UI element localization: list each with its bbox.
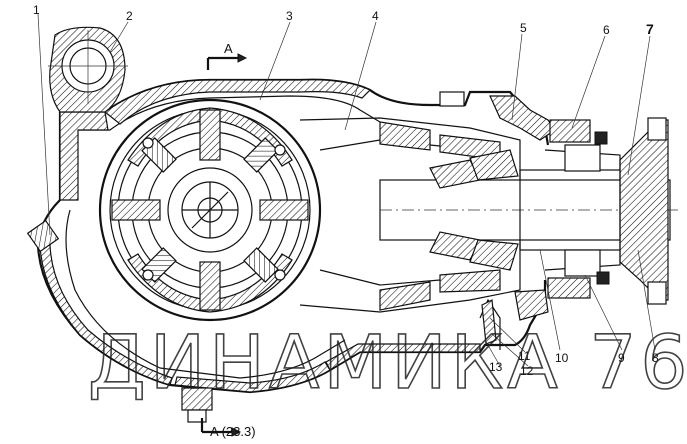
leader-lines	[37, 13, 656, 367]
callout-8: 8	[652, 351, 659, 365]
axle-housing	[36, 78, 550, 394]
bearing-cap-lower	[514, 249, 610, 321]
callout-6: 6	[603, 23, 610, 37]
lifting-eye	[48, 26, 128, 113]
callout-2: 2	[126, 9, 133, 23]
callout-12: 12	[520, 364, 534, 378]
breather-bracket	[479, 298, 501, 350]
callout-5: 5	[520, 21, 527, 35]
callout-10: 10	[555, 351, 569, 365]
filler-plug	[26, 219, 60, 253]
callout-7: 7	[646, 21, 654, 37]
callout-labels: 1 2 3 4 5 6 7 8 9 10 11 12 13	[33, 3, 659, 378]
section-label-bottom: A (23.3)	[210, 424, 256, 439]
callout-13: 13	[489, 360, 503, 374]
differential-assembly	[98, 98, 322, 322]
section-label-top: A	[224, 41, 233, 56]
section-marker-bottom: A (23.3)	[200, 418, 256, 439]
callout-11: 11	[518, 349, 531, 363]
watermark-text: ДИНАМИКА 76	[88, 320, 687, 406]
callout-3: 3	[286, 9, 293, 23]
bearing-cap-upper	[439, 91, 608, 172]
section-marker-top: A	[206, 41, 248, 70]
callout-9: 9	[618, 351, 625, 365]
callout-4: 4	[372, 9, 379, 23]
callout-1: 1	[33, 3, 40, 17]
